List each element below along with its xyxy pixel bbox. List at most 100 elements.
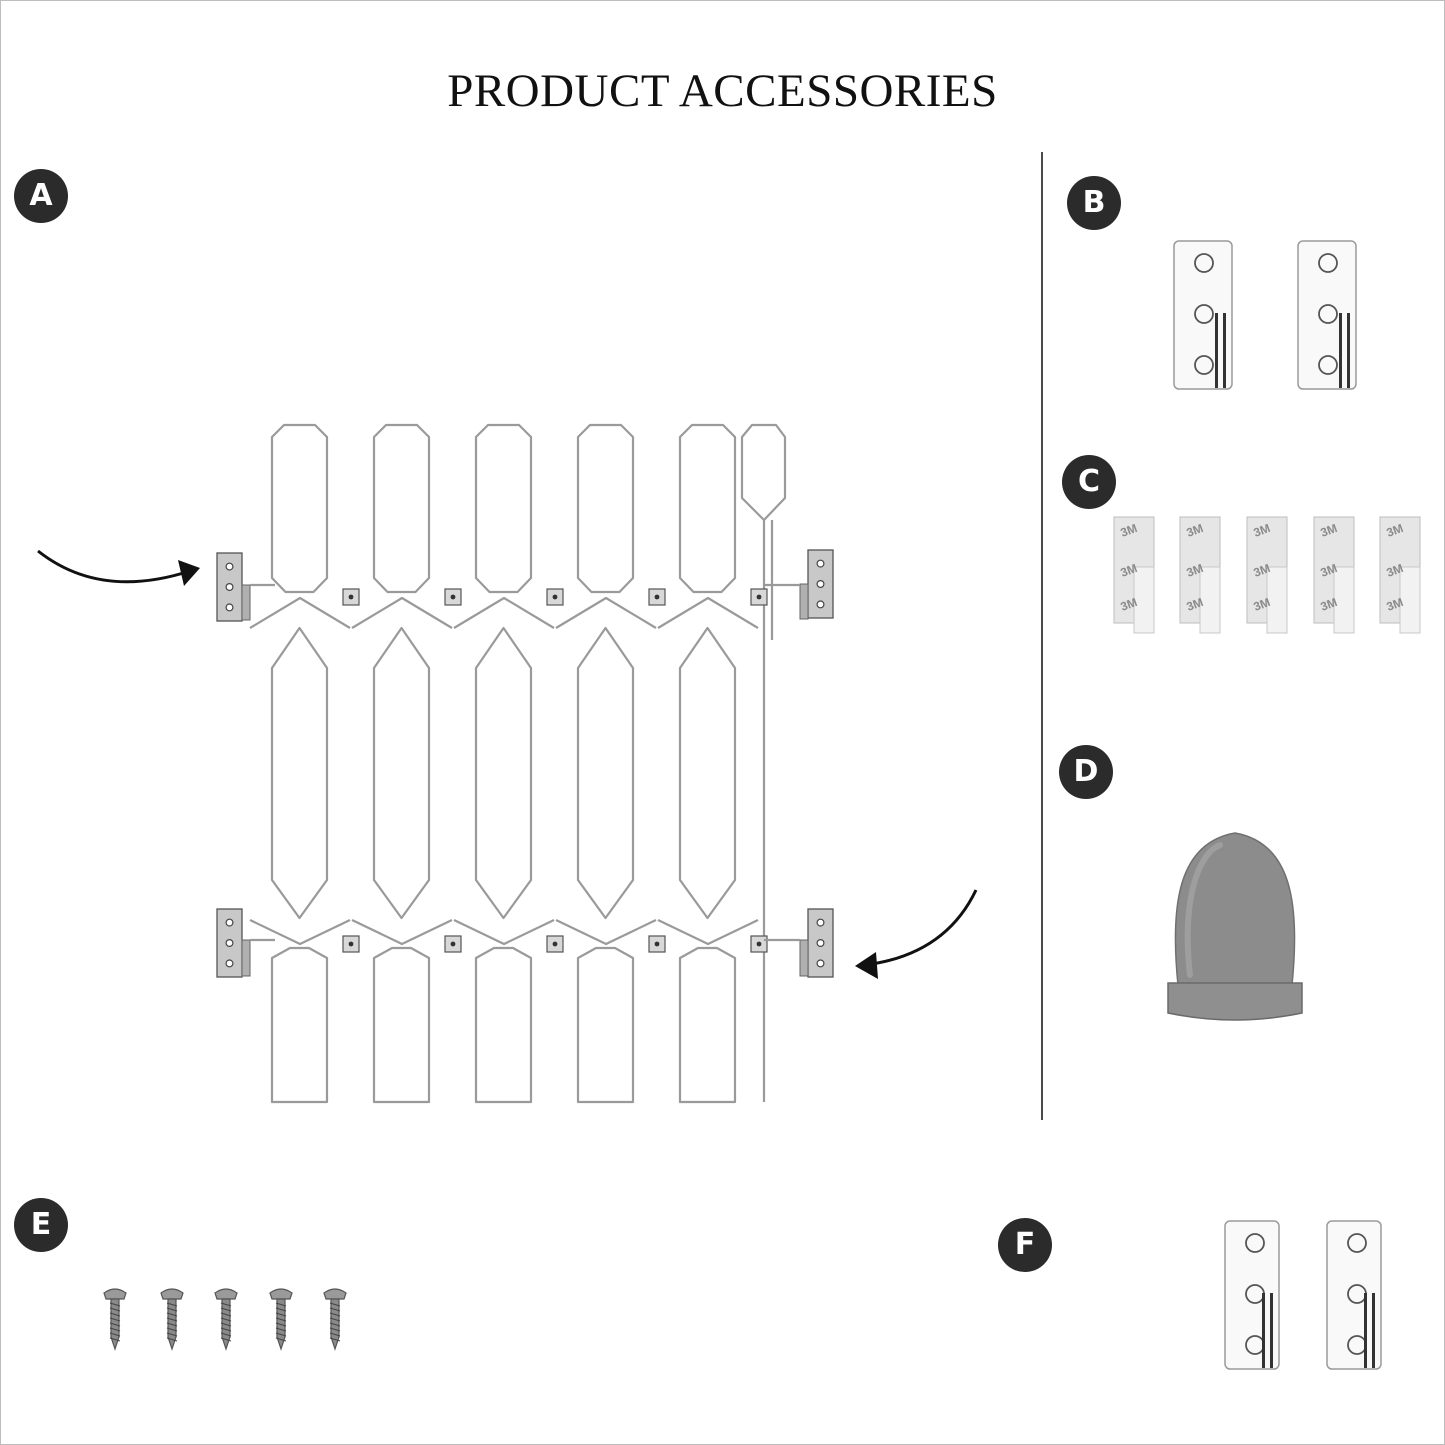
clear-bracket-hole	[1318, 355, 1338, 375]
wire-connector	[453, 596, 555, 629]
wire-clip-hole	[450, 941, 456, 947]
end-cap-rim	[1167, 982, 1303, 1021]
end-cap	[1167, 832, 1303, 1021]
screw-thread	[220, 1307, 232, 1312]
screw-thread	[166, 1322, 178, 1327]
wire-clip-hole	[654, 941, 660, 947]
tape-logo-text: 3M	[1119, 521, 1139, 540]
screw-thread	[166, 1307, 178, 1312]
label-a-badge: A	[14, 169, 68, 223]
wire-lower-loop	[576, 946, 635, 1104]
screw-thread	[109, 1317, 121, 1322]
wire-connector	[555, 596, 657, 629]
screw-thread	[220, 1302, 232, 1307]
screw-thread	[166, 1302, 178, 1307]
bracket-pin	[1364, 1293, 1367, 1368]
screw-thread	[329, 1302, 341, 1307]
wire-middle-loop	[678, 626, 737, 920]
bracket-pin	[799, 939, 809, 977]
screw-thread	[329, 1307, 341, 1312]
screw-thread	[220, 1317, 232, 1322]
tape-logo-text: 3M	[1252, 561, 1272, 580]
bracket-hole	[816, 579, 825, 588]
screw-thread	[166, 1327, 178, 1332]
screw-thread	[220, 1312, 232, 1317]
tape-logo-text: 3M	[1119, 561, 1139, 580]
tape-logo-text: 3M	[1319, 595, 1339, 614]
bracket-hole	[225, 938, 234, 947]
wire-connector	[351, 596, 453, 629]
screw-thread	[109, 1307, 121, 1312]
tape-logo-text: 3M	[1252, 595, 1272, 614]
clear-bracket-hole	[1347, 1233, 1367, 1253]
wire-connector	[453, 919, 555, 946]
screw-head	[323, 1288, 347, 1300]
wire-middle-loop	[474, 626, 533, 920]
screw-thread	[329, 1337, 341, 1342]
wire-connector	[555, 919, 657, 946]
wire-upper-loop	[576, 423, 635, 594]
screw-thread	[275, 1332, 287, 1337]
bracket-hole	[225, 582, 234, 591]
screw-thread	[220, 1337, 232, 1342]
label-c-badge: C	[1062, 455, 1116, 509]
end-cap-highlight	[1184, 842, 1223, 978]
wire-connector	[351, 919, 453, 946]
screw-thread	[275, 1302, 287, 1307]
screw-thread	[329, 1322, 341, 1327]
screw-thread	[109, 1332, 121, 1337]
bracket-pin	[241, 939, 251, 977]
label-f-badge: F	[998, 1218, 1052, 1272]
wire-clip-hole	[552, 941, 558, 947]
bracket-hole	[225, 959, 234, 968]
clear-bracket-hole	[1194, 253, 1214, 273]
tape-logo-text: 3M	[1185, 561, 1205, 580]
wire-clip-hole	[450, 594, 456, 600]
wire-tail-loop	[740, 423, 787, 522]
bracket-hole	[225, 562, 234, 571]
label-d-badge: D	[1059, 745, 1113, 799]
tape-logo-text: 3M	[1119, 595, 1139, 614]
label-e-badge: E	[14, 1198, 68, 1252]
screw-thread	[109, 1327, 121, 1332]
wire-connector	[657, 596, 759, 629]
screw-thread	[275, 1322, 287, 1327]
bracket-hole	[816, 959, 825, 968]
wire-clip-hole	[756, 594, 762, 600]
bracket-hole	[816, 918, 825, 927]
wire-clip-hole	[348, 941, 354, 947]
bracket-pin	[1339, 313, 1342, 388]
bracket-pin	[241, 584, 251, 621]
screw-thread	[166, 1317, 178, 1322]
section-divider	[1041, 152, 1043, 1120]
wire-lower-loop	[678, 946, 737, 1104]
screw-head	[103, 1288, 127, 1300]
wire-connector	[657, 919, 759, 946]
wire-upper-loop	[474, 423, 533, 594]
clear-bracket-set-f	[1224, 1220, 1382, 1370]
screw-head	[160, 1288, 184, 1300]
wire-middle-loop	[576, 626, 635, 920]
bracket-hole	[225, 603, 234, 612]
screw-thread	[329, 1312, 341, 1317]
adhesive-tape-backing	[1399, 566, 1421, 634]
screw-thread	[275, 1312, 287, 1317]
screw-thread	[329, 1332, 341, 1337]
arrow-left-head	[178, 560, 200, 586]
bracket-pin	[1223, 313, 1226, 388]
screw-thread	[275, 1337, 287, 1342]
wire-clip-hole	[756, 941, 762, 947]
arrow-left	[37, 549, 191, 584]
screw-thread	[220, 1322, 232, 1327]
adhesive-tape-backing	[1133, 566, 1155, 634]
arrow-right	[864, 889, 978, 967]
wire-middle-loop	[270, 626, 329, 920]
screw-thread	[220, 1327, 232, 1332]
clear-bracket-hole	[1318, 304, 1338, 324]
clear-bracket-hole	[1194, 304, 1214, 324]
wire-grid-diagram	[37, 423, 978, 1104]
tape-logo-text: 3M	[1319, 521, 1339, 540]
screw-thread	[109, 1337, 121, 1342]
screw-thread	[220, 1332, 232, 1337]
